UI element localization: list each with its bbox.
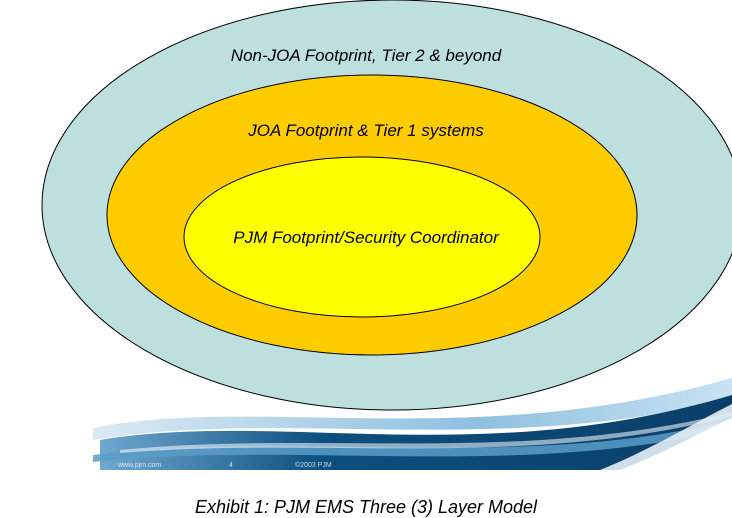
footer-url: www.pjm.com [118, 462, 162, 469]
exhibit-caption: Exhibit 1: PJM EMS Three (3) Layer Model [194, 497, 538, 517]
inner-layer-label: PJM Footprint/Security Coordinator [233, 228, 499, 247]
inner-layer-ellipse [183, 156, 541, 318]
middle-layer-label: JOA Footprint & Tier 1 systems [248, 121, 484, 140]
footer-page-number: 4 [229, 462, 233, 469]
outer-layer-label: Non-JOA Footprint, Tier 2 & beyond [230, 46, 502, 65]
footer-wave-decoration [93, 378, 732, 478]
footer-copyright: ©2003 PJM [295, 462, 332, 469]
